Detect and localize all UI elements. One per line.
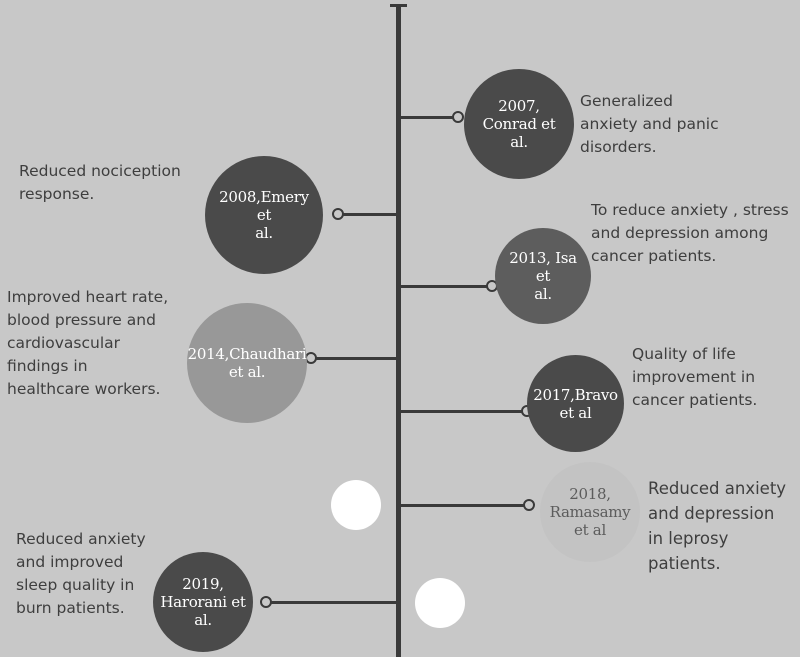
- branch-harorani-2019: [270, 601, 398, 604]
- event-label-line: 2007,: [498, 97, 540, 115]
- outcome-isa-2013: To reduce anxiety , stress and depressio…: [591, 201, 789, 265]
- connector-knob-ramasamy-2018: [523, 499, 535, 511]
- event-label-line: 2014,Chaudhari: [187, 345, 307, 363]
- decorative-dot-right: [415, 578, 465, 628]
- event-circle-chaudhari-2014: 2014,Chaudhari et al.: [187, 303, 307, 423]
- outcome-chaudhari-2014: Improved heart rate, blood pressure and …: [7, 288, 169, 398]
- event-circle-conrad-2007: 2007, Conrad et al.: [464, 69, 574, 179]
- event-label-line: Conrad et: [482, 115, 556, 133]
- branch-isa-2013: [399, 285, 489, 288]
- event-label-line: al.: [534, 285, 552, 303]
- event-label-line: 2008,Emery et: [219, 188, 309, 224]
- branch-emery-2008: [342, 213, 398, 216]
- branch-chaudhari-2014: [316, 357, 398, 360]
- event-label-line: 2019,: [182, 575, 224, 593]
- event-label-line: al.: [194, 611, 212, 629]
- event-label-line: et al: [574, 521, 606, 539]
- branch-conrad-2007: [399, 116, 454, 119]
- branch-ramasamy-2018: [399, 504, 526, 507]
- outcome-ramasamy-2018: Reduced anxiety and depression in lepros…: [648, 479, 787, 573]
- branch-bravo-2017: [399, 410, 524, 413]
- event-label-line: al.: [510, 133, 528, 151]
- outcome-emery-2008: Reduced nociception response.: [19, 162, 181, 203]
- event-label-line: al.: [255, 224, 273, 242]
- event-label-line: Harorani et: [160, 593, 246, 611]
- event-label-line: 2013, Isa et: [509, 249, 577, 285]
- connector-knob-harorani-2019: [260, 596, 272, 608]
- decorative-dot-left: [331, 480, 381, 530]
- connector-knob-emery-2008: [332, 208, 344, 220]
- outcome-conrad-2007: Generalized anxiety and panic disorders.: [580, 92, 719, 156]
- event-circle-emery-2008: 2008,Emery et al.: [205, 156, 323, 274]
- connector-knob-conrad-2007: [452, 111, 464, 123]
- event-label-line: 2017,Bravo: [533, 385, 618, 404]
- timeline-axis: [396, 4, 401, 657]
- event-label-line: Ramasamy: [549, 503, 631, 521]
- event-circle-bravo-2017: 2017,Bravo et al: [527, 355, 624, 452]
- event-circle-isa-2013: 2013, Isa et al.: [495, 228, 591, 324]
- event-label-line: 2018,: [569, 485, 611, 503]
- event-label-line: et al.: [228, 363, 266, 381]
- outcome-harorani-2019: Reduced anxiety and improved sleep quali…: [16, 530, 146, 617]
- event-circle-ramasamy-2018: 2018, Ramasamy et al: [540, 462, 640, 562]
- outcome-bravo-2017: Quality of life improvement in cancer pa…: [632, 345, 758, 409]
- event-label-line: et al: [559, 403, 592, 422]
- event-circle-harorani-2019: 2019, Harorani et al.: [153, 552, 253, 652]
